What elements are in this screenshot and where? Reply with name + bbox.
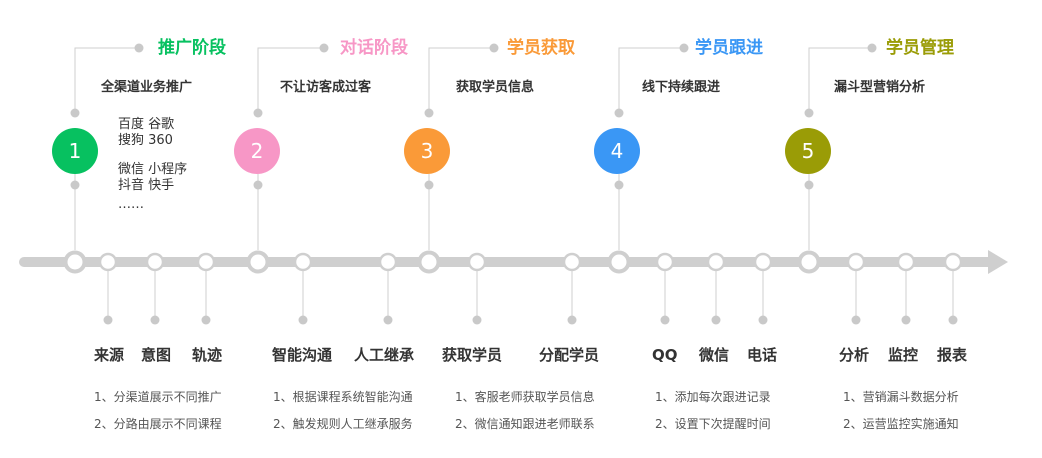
feature-axis-node bbox=[896, 252, 916, 272]
connector-dot bbox=[489, 43, 499, 53]
stage-connector bbox=[257, 47, 324, 113]
stage-1-title: 推广阶段 bbox=[158, 38, 226, 58]
stage-axis-node bbox=[246, 250, 270, 274]
connector-dot bbox=[253, 180, 263, 190]
channel-row-3: 微信 小程序 bbox=[118, 162, 188, 177]
connector-dot bbox=[298, 315, 308, 325]
stage-1-circle: 1 bbox=[52, 128, 98, 174]
feature-label: 人工继承 bbox=[354, 346, 415, 364]
connector-dot bbox=[614, 108, 624, 118]
connector-dot bbox=[567, 315, 577, 325]
stage-3-title: 学员获取 bbox=[507, 38, 575, 58]
stage-2-circle: 2 bbox=[234, 128, 280, 174]
channel-row-1: 百度 谷歌 bbox=[118, 117, 175, 132]
feature-label: 获取学员 bbox=[442, 346, 503, 364]
connector-dot bbox=[804, 108, 814, 118]
note-line: 1、客服老师获取学员信息 bbox=[455, 390, 595, 404]
stage-connector bbox=[808, 47, 872, 113]
connector-dot bbox=[867, 43, 877, 53]
connector-dot bbox=[660, 315, 670, 325]
connector-dot bbox=[901, 315, 911, 325]
note-line: 1、营销漏斗数据分析 bbox=[843, 390, 959, 404]
note-line: 2、触发规则人工继承服务 bbox=[273, 417, 413, 431]
connector-dot bbox=[614, 180, 624, 190]
stage-axis-node bbox=[63, 250, 87, 274]
channel-row-4: 抖音 快手 bbox=[118, 178, 175, 193]
stage-5-subtitle: 漏斗型营销分析 bbox=[834, 80, 926, 95]
feature-axis-node bbox=[467, 252, 487, 272]
connector-dot bbox=[758, 315, 768, 325]
connector-dot bbox=[383, 315, 393, 325]
connector-dot bbox=[851, 315, 861, 325]
stage-3-circle: 3 bbox=[404, 128, 450, 174]
connector-dot bbox=[948, 315, 958, 325]
note-line: 2、分路由展示不同课程 bbox=[94, 417, 222, 431]
feature-axis-node bbox=[562, 252, 582, 272]
connector-dot bbox=[70, 108, 80, 118]
feature-axis-node bbox=[655, 252, 675, 272]
connector-dot bbox=[804, 180, 814, 190]
feature-axis-node bbox=[378, 252, 398, 272]
connector-dot bbox=[472, 315, 482, 325]
feature-axis-node bbox=[943, 252, 963, 272]
feature-label: 报表 bbox=[937, 346, 968, 364]
feature-axis-node bbox=[196, 252, 216, 272]
stage-axis-node bbox=[417, 250, 441, 274]
connector-dot bbox=[424, 180, 434, 190]
feature-label: QQ bbox=[652, 346, 678, 364]
feature-label: 智能沟通 bbox=[272, 346, 333, 364]
stage-4-circle: 4 bbox=[594, 128, 640, 174]
feature-label: 分配学员 bbox=[539, 346, 600, 364]
stage-connector bbox=[618, 47, 684, 113]
note-line: 2、运营监控实施通知 bbox=[843, 417, 959, 431]
channel-row-2: 搜狗 360 bbox=[118, 133, 173, 148]
stage-axis-node bbox=[797, 250, 821, 274]
feature-label: 微信 bbox=[699, 346, 730, 364]
note-line: 2、设置下次提醒时间 bbox=[655, 417, 771, 431]
stage-3-subtitle: 获取学员信息 bbox=[456, 80, 535, 95]
note-line: 1、添加每次跟进记录 bbox=[655, 390, 771, 404]
stage-axis-node bbox=[607, 250, 631, 274]
feature-axis-node bbox=[293, 252, 313, 272]
feature-axis-node bbox=[98, 252, 118, 272]
stage-4-subtitle: 线下持续跟进 bbox=[642, 80, 721, 95]
feature-label: 电话 bbox=[747, 346, 778, 364]
stage-1-subtitle: 全渠道业务推广 bbox=[101, 80, 193, 95]
connector-dot bbox=[253, 108, 263, 118]
feature-label: 轨迹 bbox=[192, 346, 223, 364]
connector-dot bbox=[70, 180, 80, 190]
feature-axis-node bbox=[145, 252, 165, 272]
note-line: 1、根据课程系统智能沟通 bbox=[273, 390, 413, 404]
connector-dot bbox=[319, 43, 329, 53]
stage-2-title: 对话阶段 bbox=[340, 38, 408, 58]
feature-label: 监控 bbox=[888, 346, 919, 364]
stage-5-title: 学员管理 bbox=[886, 38, 954, 58]
feature-axis-node bbox=[706, 252, 726, 272]
channel-row-5: …… bbox=[118, 197, 144, 212]
feature-label: 意图 bbox=[141, 346, 172, 364]
feature-label: 分析 bbox=[839, 346, 870, 364]
timeline-arrowhead bbox=[988, 250, 1008, 274]
feature-axis-node bbox=[846, 252, 866, 272]
note-line: 2、微信通知跟进老师联系 bbox=[455, 417, 595, 431]
connector-dot bbox=[201, 315, 211, 325]
feature-axis-node bbox=[753, 252, 773, 272]
stage-2-subtitle: 不让访客成过客 bbox=[280, 80, 372, 95]
stage-connector bbox=[428, 47, 494, 113]
connector-dot bbox=[424, 108, 434, 118]
connector-dot bbox=[679, 43, 689, 53]
connector-dot bbox=[134, 43, 144, 53]
connector-dot bbox=[103, 315, 113, 325]
note-line: 1、分渠道展示不同推广 bbox=[94, 390, 222, 404]
stage-4-title: 学员跟进 bbox=[695, 38, 763, 58]
stage-5-circle: 5 bbox=[785, 128, 831, 174]
stage-connector bbox=[74, 47, 139, 113]
connector-dot bbox=[711, 315, 721, 325]
feature-label: 来源 bbox=[94, 346, 125, 364]
connector-dot bbox=[150, 315, 160, 325]
